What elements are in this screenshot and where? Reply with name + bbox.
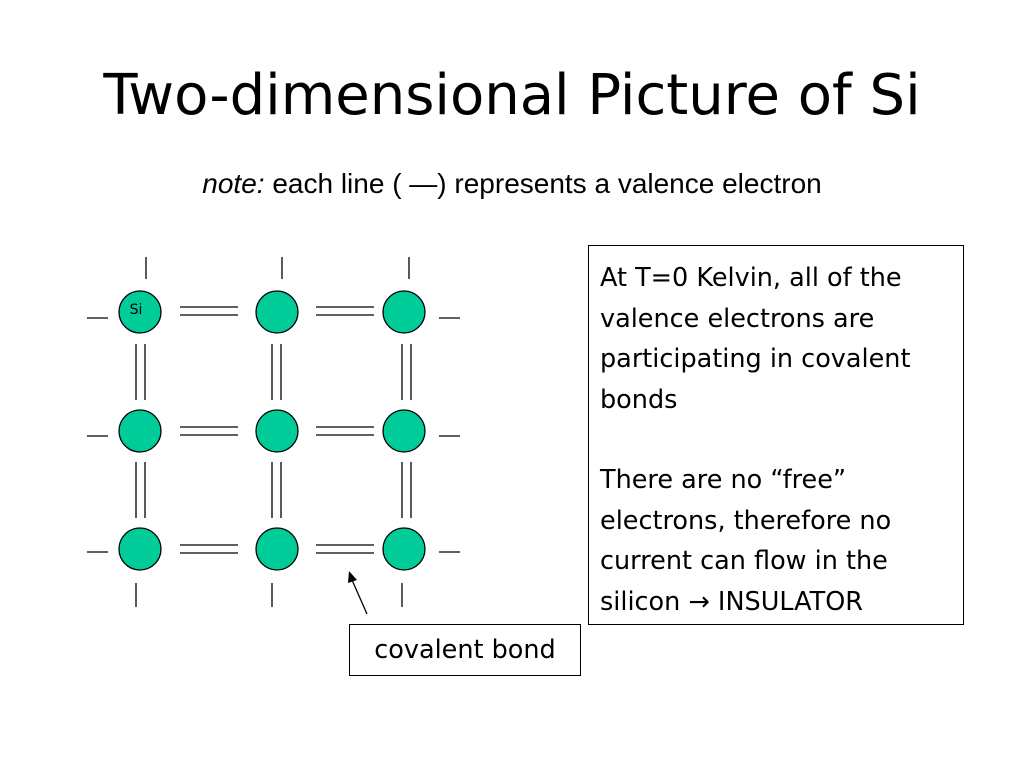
arrow-head [348,571,357,583]
si-atom [118,409,162,453]
slide-note: note: each line ( —) represents a valenc… [0,166,1024,202]
arrow-shaft [351,579,368,615]
si-atom [382,409,426,453]
si-atom [255,409,299,453]
slide-title: Two-dimensional Picture of Si [103,63,921,128]
bond-pointer-arrow [348,571,368,615]
note-text: each line ( —) represents a valence elec… [264,168,822,199]
si-atom [118,290,162,334]
bonds [87,257,460,607]
note-label: note: [202,168,265,199]
info-paragraph-1: At T=0 Kelvin, all of the valence electr… [600,263,911,415]
covalent-bond-label: covalent bond [349,624,581,676]
si-atom [382,527,426,571]
right-arrow-icon: → [688,586,710,617]
info-paragraph-2-text: There are no “free” electrons, therefore… [600,465,892,617]
info-box: At T=0 Kelvin, all of the valence electr… [588,245,964,625]
info-paragraph-2: There are no “free” electrons, therefore… [600,460,953,622]
si-atom [118,527,162,571]
atoms [118,290,426,571]
si-atom-label: Si [130,302,143,318]
insulator-label: INSULATOR [709,586,863,617]
si-atom [255,527,299,571]
si-atom [255,290,299,334]
si-atom [382,290,426,334]
